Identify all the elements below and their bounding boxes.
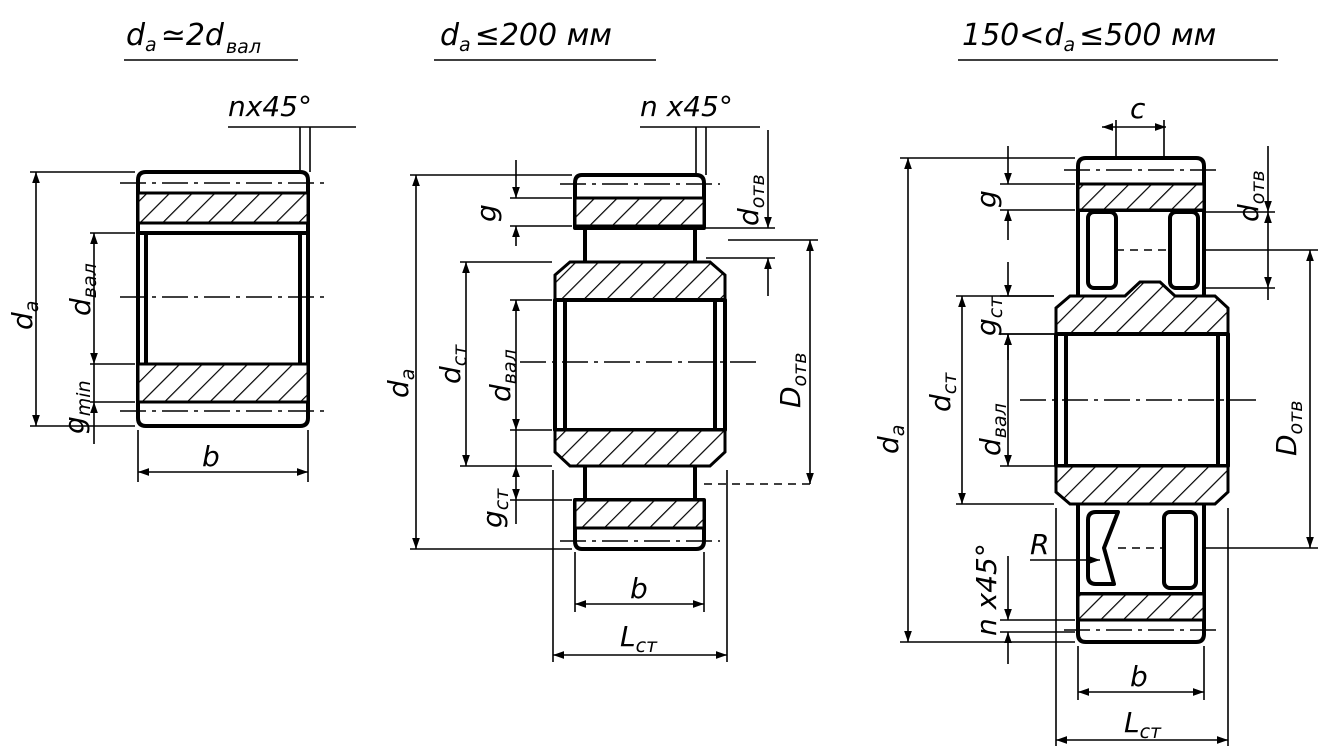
- view-3-Lst-label: Lст: [1124, 706, 1162, 743]
- view-2-g-label: g: [470, 204, 503, 222]
- view-3-da-label: da: [872, 425, 909, 454]
- view-3-hub-top: [1054, 280, 1230, 336]
- view-2-dotv-label: dотв: [732, 174, 769, 226]
- view-1-rim-top: [136, 191, 310, 225]
- view-2-Dotv-label: Dотв: [774, 353, 811, 408]
- view-2-gst-label: gст: [476, 488, 513, 528]
- view-2-hub-bottom: [553, 428, 727, 468]
- view-2-rim-bottom: [573, 498, 706, 530]
- view-3-R-label: R: [1030, 528, 1049, 561]
- view-1-b-label: b: [202, 440, 220, 473]
- view-1-gmin-label: gmin: [58, 380, 95, 434]
- view-2: da≤200 мм n x45° g: [382, 18, 818, 662]
- view-3-dotv-label: dотв: [1232, 170, 1269, 222]
- view-2-hub-top: [553, 260, 727, 302]
- view-2-bore: [553, 298, 727, 432]
- view-3-chamfer-label: n x45°: [970, 543, 1003, 636]
- view-2-chamfer-label: n x45°: [640, 90, 733, 123]
- view-3-b-label: b: [1130, 660, 1148, 693]
- view-3-rim-top: [1076, 182, 1206, 212]
- view-3-gst-label: gст: [970, 296, 1007, 336]
- view-1-dval-label: dвал: [64, 263, 101, 316]
- view-3-hub-bottom: [1054, 464, 1230, 506]
- view-2-title: da≤200 мм: [440, 18, 612, 56]
- view-1-da-label: da: [6, 301, 43, 330]
- view-3-dval-label: dвал: [974, 403, 1011, 456]
- view-2-rim-top: [573, 196, 706, 228]
- view-3-Dotv-label: Dотв: [1270, 401, 1307, 456]
- view-1-gear-outline: [136, 170, 310, 428]
- view-3-title: 150<da≤500 мм: [962, 18, 1216, 56]
- view-2-rim-top-outline: [573, 173, 706, 230]
- view-3-c-label: c: [1130, 92, 1146, 125]
- view-1-chamfer-label: nx45°: [228, 90, 312, 123]
- view-2-da-label: da: [382, 369, 419, 398]
- view-2-b-label: b: [630, 572, 648, 605]
- view-3: 150<da≤500 мм c: [872, 18, 1318, 746]
- view-3-g-label: g: [970, 190, 1003, 208]
- view-1-rim-bottom: [136, 362, 310, 404]
- view-3-rim-bottom: [1076, 592, 1206, 622]
- view-2-dst-label: dст: [434, 344, 471, 384]
- view-2-Lst-label: Lст: [620, 620, 658, 657]
- view-2-dval-label: dвал: [484, 349, 521, 402]
- view-3-dst-label: dст: [924, 372, 961, 412]
